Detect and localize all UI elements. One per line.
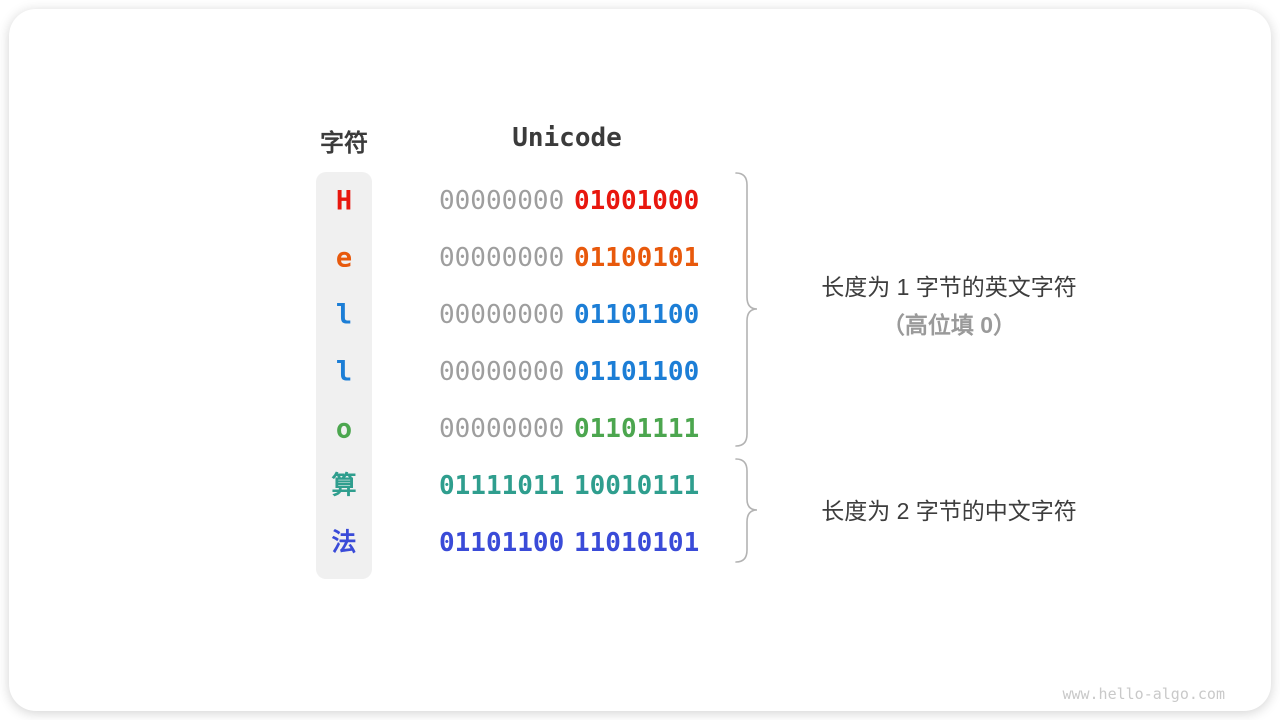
byte1: 01101100 — [439, 527, 565, 558]
char-cell: 法 — [331, 528, 357, 556]
byte2: 01101100 — [574, 356, 700, 387]
char-cell: e — [335, 242, 353, 273]
byte1: 00000000 — [439, 242, 565, 273]
brace-english-group — [735, 172, 758, 447]
column-header-char: 字符 — [320, 130, 368, 157]
byte1: 00000000 — [439, 299, 565, 330]
char-cell: l — [335, 299, 353, 330]
char-cell: l — [335, 356, 353, 387]
table-row: 法 01101100 11010101 — [9, 514, 1280, 571]
table-row: l 00000000 01101100 — [9, 286, 1280, 343]
table-row: o 00000000 01101111 — [9, 400, 1280, 457]
column-header-unicode: Unicode — [512, 123, 622, 153]
table-row: 算 01111011 10010111 — [9, 457, 1280, 514]
byte2: 11010101 — [574, 527, 700, 558]
annotation-english-line2: （高位填 0） — [881, 312, 1017, 338]
table-row: e 00000000 01100101 — [9, 229, 1280, 286]
table-row: l 00000000 01101100 — [9, 343, 1280, 400]
char-cell: H — [335, 185, 353, 216]
table-row: H 00000000 01001000 — [9, 172, 1280, 229]
annotation-english-line1: 长度为 1 字节的英文字符 — [821, 274, 1077, 300]
byte2: 10010111 — [574, 470, 700, 501]
char-cell: 算 — [331, 471, 357, 499]
group-braces — [735, 172, 758, 563]
byte2: 01100101 — [574, 242, 700, 273]
watermark: www.hello-algo.com — [1062, 685, 1225, 703]
byte1: 00000000 — [439, 356, 565, 387]
unicode-table-rows: H 00000000 01001000 e 00000000 01100101 … — [9, 172, 1280, 571]
byte2: 01101100 — [574, 299, 700, 330]
char-column-background — [316, 172, 372, 579]
brace-chinese-group — [735, 458, 758, 563]
byte1: 00000000 — [439, 413, 565, 444]
byte2: 01101111 — [574, 413, 700, 444]
byte1: 01111011 — [439, 470, 565, 501]
annotation-chinese-line1: 长度为 2 字节的中文字符 — [821, 498, 1077, 524]
diagram-card: 字符 Unicode H 00000000 01001000 e 0000000… — [9, 9, 1271, 711]
byte1: 00000000 — [439, 185, 565, 216]
byte2: 01001000 — [574, 185, 700, 216]
char-cell: o — [335, 413, 353, 444]
